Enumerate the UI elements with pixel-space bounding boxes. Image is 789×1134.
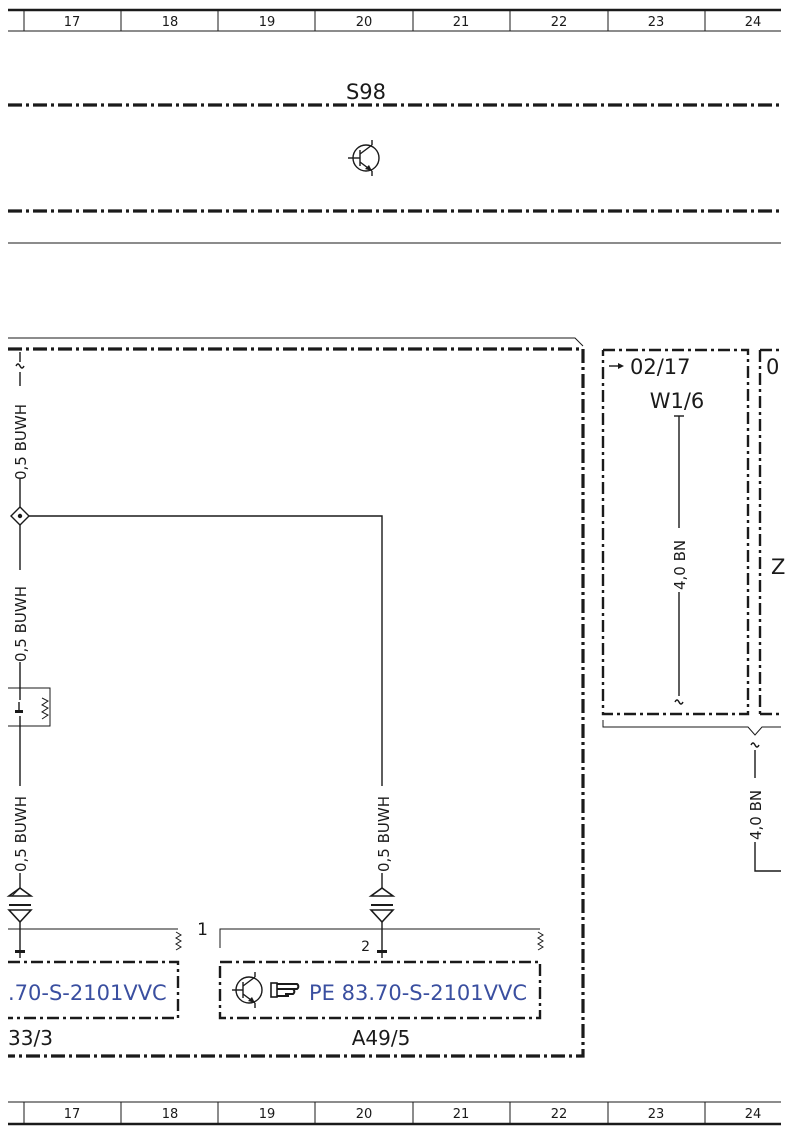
wire-label-bn-1: 4,0 BN bbox=[671, 540, 689, 590]
grid-col-19-bottom: 19 bbox=[259, 1107, 276, 1122]
grid-col-20-bottom: 20 bbox=[356, 1107, 373, 1122]
grid-col-21-bottom: 21 bbox=[453, 1107, 470, 1122]
pointing-hand-icon bbox=[270, 982, 300, 998]
connector-stub-left bbox=[8, 687, 51, 727]
grid-col-20: 20 bbox=[356, 15, 373, 30]
arrow-right-icon bbox=[609, 363, 624, 369]
grid-col-21: 21 bbox=[453, 15, 470, 30]
component-label-w1-6: W1/6 bbox=[650, 389, 705, 413]
wire-label-buwh-1: 0,5 BUWH bbox=[12, 404, 30, 480]
splice-diamond-icon bbox=[10, 506, 30, 526]
grid-col-23-bottom: 23 bbox=[648, 1107, 665, 1122]
grid-col-18-bottom: 18 bbox=[162, 1107, 179, 1122]
plug-socket-icon-right bbox=[368, 887, 396, 924]
wire-horizontal-splice: 0,5 BUWH bbox=[29, 515, 396, 948]
transistor-icon bbox=[348, 140, 380, 176]
right-box-w1-6: 02/17 W1/6 0 Z 4,0 BN 4,0 BN bbox=[601, 348, 785, 872]
transistor-icon bbox=[232, 972, 263, 1008]
wire-label-buwh-4: 0,5 BUWH bbox=[375, 796, 393, 872]
grid-col-24: 24 bbox=[745, 15, 762, 30]
ref-link-left[interactable]: .70-S-2101VVC bbox=[8, 981, 167, 1005]
wire-left-vertical: 0,5 BUWH 0,5 BUWH 0,5 BUWH bbox=[6, 352, 51, 948]
grid-col-23: 23 bbox=[648, 15, 665, 30]
grid-col-24-bottom: 24 bbox=[745, 1107, 762, 1122]
grid-col-18: 18 bbox=[162, 15, 179, 30]
component-label-left: 33/3 bbox=[8, 1026, 53, 1050]
grid-col-19: 19 bbox=[259, 15, 276, 30]
partial-ref-right: 0 bbox=[766, 355, 779, 379]
connector-block: .70-S-2101VVC 33/3 1 2 PE 83.70-S-2101VV… bbox=[8, 920, 544, 1050]
wire-label-bn-2: 4,0 BN bbox=[747, 790, 765, 840]
component-label-s98: S98 bbox=[346, 80, 386, 104]
ref-link-right[interactable]: PE 83.70-S-2101VVC bbox=[309, 981, 527, 1005]
nav-ref-02-17[interactable]: 02/17 bbox=[630, 355, 691, 379]
grid-col-22: 22 bbox=[551, 15, 568, 30]
partial-label-right: Z bbox=[771, 555, 785, 579]
grid-ruler-top: 17 18 19 20 21 22 23 24 bbox=[8, 8, 781, 32]
pin-label-2: 2 bbox=[361, 939, 370, 955]
component-label-a49-5: A49/5 bbox=[352, 1026, 411, 1050]
grid-col-17: 17 bbox=[64, 15, 81, 30]
grid-ruler-bottom: 17 18 19 20 21 22 23 24 bbox=[8, 1101, 781, 1126]
grid-col-22-bottom: 22 bbox=[551, 1107, 568, 1122]
s98-section: S98 bbox=[8, 80, 781, 244]
module-box bbox=[8, 337, 585, 1058]
plug-socket-icon-left bbox=[6, 887, 34, 924]
grid-col-17-bottom: 17 bbox=[64, 1107, 81, 1122]
wire-label-buwh-3: 0,5 BUWH bbox=[12, 796, 30, 872]
wire-label-buwh-2: 0,5 BUWH bbox=[12, 586, 30, 662]
pin-label-1: 1 bbox=[197, 920, 208, 940]
